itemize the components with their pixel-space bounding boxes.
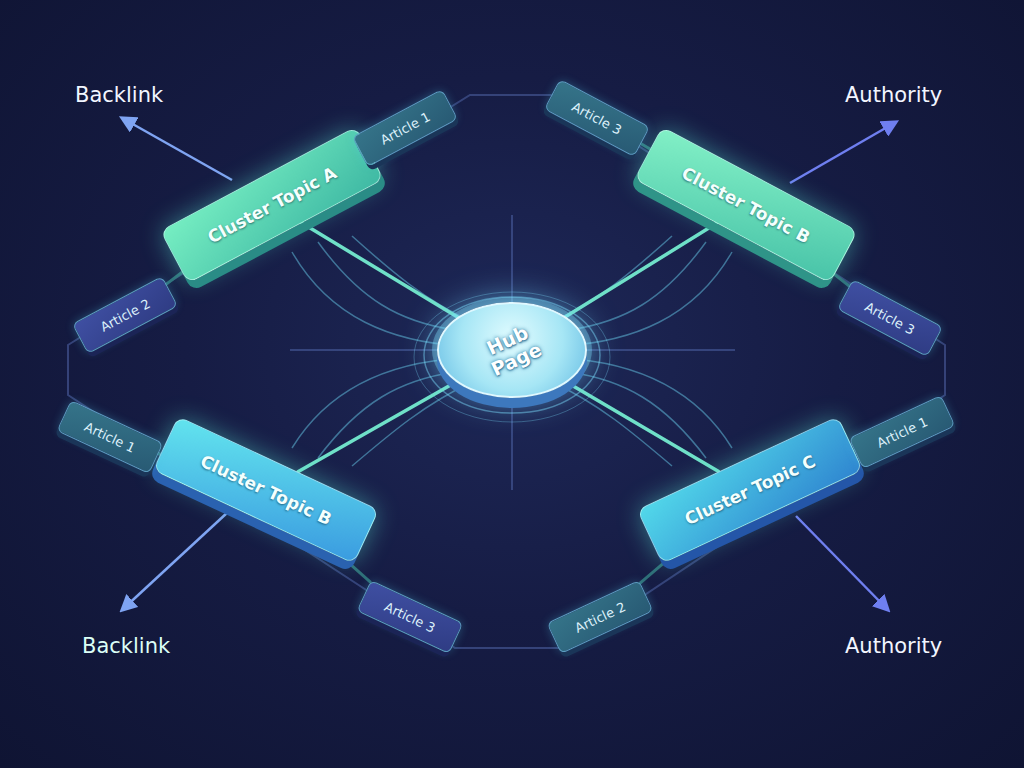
- leader-arrow: [796, 516, 888, 610]
- cluster-box: Cluster Topic B: [153, 416, 380, 564]
- article-label: Article 1: [378, 109, 433, 148]
- article-label: Article 3: [863, 299, 918, 338]
- cluster-link: [835, 275, 850, 286]
- flow-curve: [352, 236, 472, 322]
- article-label: Article 2: [572, 599, 627, 635]
- hub-glow-ring: [414, 292, 610, 422]
- flow-curve: [292, 252, 462, 346]
- flow-curve: [562, 358, 732, 448]
- cluster-link: [166, 272, 182, 284]
- hub-label: Hub Page: [474, 317, 550, 382]
- flow-curve: [569, 372, 706, 458]
- article-label: Article 2: [98, 296, 153, 335]
- cluster-box: Cluster Topic B: [634, 126, 858, 283]
- hub-spoke: [302, 223, 458, 317]
- article-box: Article 2: [547, 580, 654, 654]
- hub-spoke: [298, 382, 456, 472]
- leader-arrow: [122, 512, 228, 610]
- flow-curve: [292, 358, 462, 448]
- article-box: Article 1: [849, 395, 956, 469]
- cluster-box: Cluster Topic A: [160, 126, 384, 283]
- article-label: Article 1: [874, 414, 929, 450]
- article-label: Article 1: [82, 419, 137, 455]
- flow-curves: [292, 236, 732, 466]
- hub-spoke: [566, 223, 717, 316]
- callout-label: Backlink: [82, 634, 170, 658]
- hub-circle: Hub Page: [437, 302, 587, 398]
- callout-label: Backlink: [75, 83, 163, 107]
- leader-arrow: [122, 118, 232, 180]
- cluster-link: [640, 564, 663, 583]
- flow-curve: [352, 382, 472, 466]
- flow-curve: [318, 372, 455, 458]
- article-box: Article 1: [352, 89, 458, 167]
- article-box: Article 3: [544, 79, 650, 157]
- cluster-box: Cluster Topic C: [637, 416, 864, 564]
- cluster-link: [641, 144, 650, 149]
- cluster-label: Cluster Topic C: [681, 451, 818, 529]
- callout-label: Authority: [845, 634, 942, 658]
- leader-arrow: [790, 122, 896, 183]
- cluster-label: Cluster Topic B: [678, 163, 813, 248]
- article-label: Article 3: [382, 599, 437, 635]
- hub-spoke: [567, 382, 718, 471]
- article-box: Article 1: [57, 400, 164, 474]
- cluster-label: Cluster Topic B: [197, 451, 335, 529]
- article-box: Article 2: [72, 276, 178, 354]
- flow-curve: [552, 382, 672, 466]
- article-box: Article 3: [837, 279, 943, 357]
- flow-curve: [552, 236, 672, 322]
- cluster-label: Cluster Topic A: [204, 163, 339, 248]
- article-label: Article 3: [570, 99, 625, 138]
- callout-label: Authority: [845, 83, 942, 107]
- article-box: Article 3: [357, 580, 464, 654]
- outer-ring: [68, 95, 945, 648]
- cluster-link: [346, 560, 370, 582]
